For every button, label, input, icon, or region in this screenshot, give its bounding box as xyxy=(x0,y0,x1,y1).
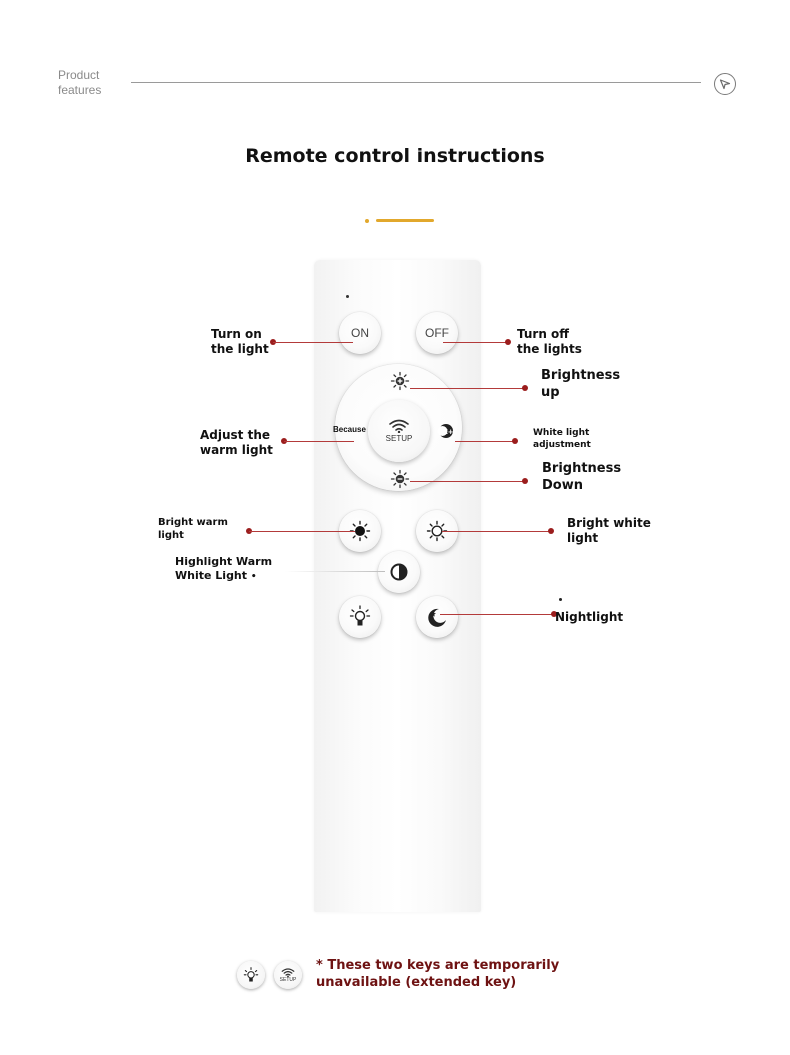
section-label: Product features xyxy=(58,68,102,97)
extended-key-setup: SETUP xyxy=(274,961,302,989)
extended-key-note: * These two keys are temporarily unavail… xyxy=(316,958,560,990)
lightbulb-icon xyxy=(243,966,259,982)
pointer-line xyxy=(410,481,526,482)
warm-light-key-label[interactable]: Because xyxy=(333,425,366,434)
label-brightness-up: Brightness up xyxy=(541,368,621,400)
svg-text:K+: K+ xyxy=(442,428,453,436)
label-adjust-warm: Adjust the warm light xyxy=(200,428,273,457)
moon-star-icon xyxy=(428,608,446,627)
pointer-line xyxy=(440,614,554,615)
extended-key-lightbulb xyxy=(237,961,265,989)
pointer-dot xyxy=(512,438,518,444)
pointer-dot xyxy=(548,528,554,534)
pointer-line xyxy=(410,388,526,389)
pointer-line xyxy=(273,342,353,343)
label-nightlight: Nightlight xyxy=(555,610,624,624)
white-light-k-icon[interactable]: K+ xyxy=(437,422,457,440)
pointer-dot xyxy=(551,611,557,617)
label-turn-on: Turn on the light xyxy=(211,327,269,356)
on-button[interactable]: ON xyxy=(339,312,381,354)
pointer-line xyxy=(455,441,515,442)
brightness-down-icon[interactable] xyxy=(390,469,410,489)
navigation-arrow-button[interactable] xyxy=(714,73,736,95)
label-white-adjust: White light adjustment xyxy=(533,428,591,450)
label-highlight: Highlight Warm White Light • xyxy=(175,555,273,582)
pointer-dot xyxy=(522,385,528,391)
sun-outline-icon xyxy=(426,520,448,542)
pointer-line xyxy=(443,342,509,343)
label-bright-warm: Bright warm light xyxy=(158,517,228,541)
navigation-arrow-icon xyxy=(719,79,731,90)
small-dot xyxy=(559,598,562,601)
pointer-line xyxy=(285,571,385,572)
ir-indicator xyxy=(346,295,349,298)
brightness-up-icon[interactable] xyxy=(390,371,410,391)
half-circle-icon xyxy=(390,563,408,581)
off-button[interactable]: OFF xyxy=(416,312,458,354)
pointer-line xyxy=(249,531,355,532)
pointer-dot xyxy=(522,478,528,484)
lightbulb-button[interactable] xyxy=(339,596,381,638)
pointer-line xyxy=(284,441,354,442)
wifi-icon xyxy=(389,419,409,433)
highlight-warm-white-button[interactable] xyxy=(378,551,420,593)
header-divider xyxy=(131,82,701,83)
accent-bar xyxy=(376,219,434,222)
label-brightness-down: Brightness Down xyxy=(542,461,622,493)
wifi-icon xyxy=(281,967,295,977)
nightlight-button[interactable] xyxy=(416,596,458,638)
pointer-line xyxy=(442,531,552,532)
label-bright-white: Bright white light xyxy=(567,516,651,545)
lightbulb-icon xyxy=(349,605,371,626)
pointer-dot xyxy=(505,339,511,345)
accent-dot xyxy=(365,219,369,223)
setup-button[interactable]: SETUP xyxy=(368,400,430,462)
label-turn-off: Turn off the lights xyxy=(517,327,582,356)
page-title: Remote control instructions xyxy=(245,145,545,167)
